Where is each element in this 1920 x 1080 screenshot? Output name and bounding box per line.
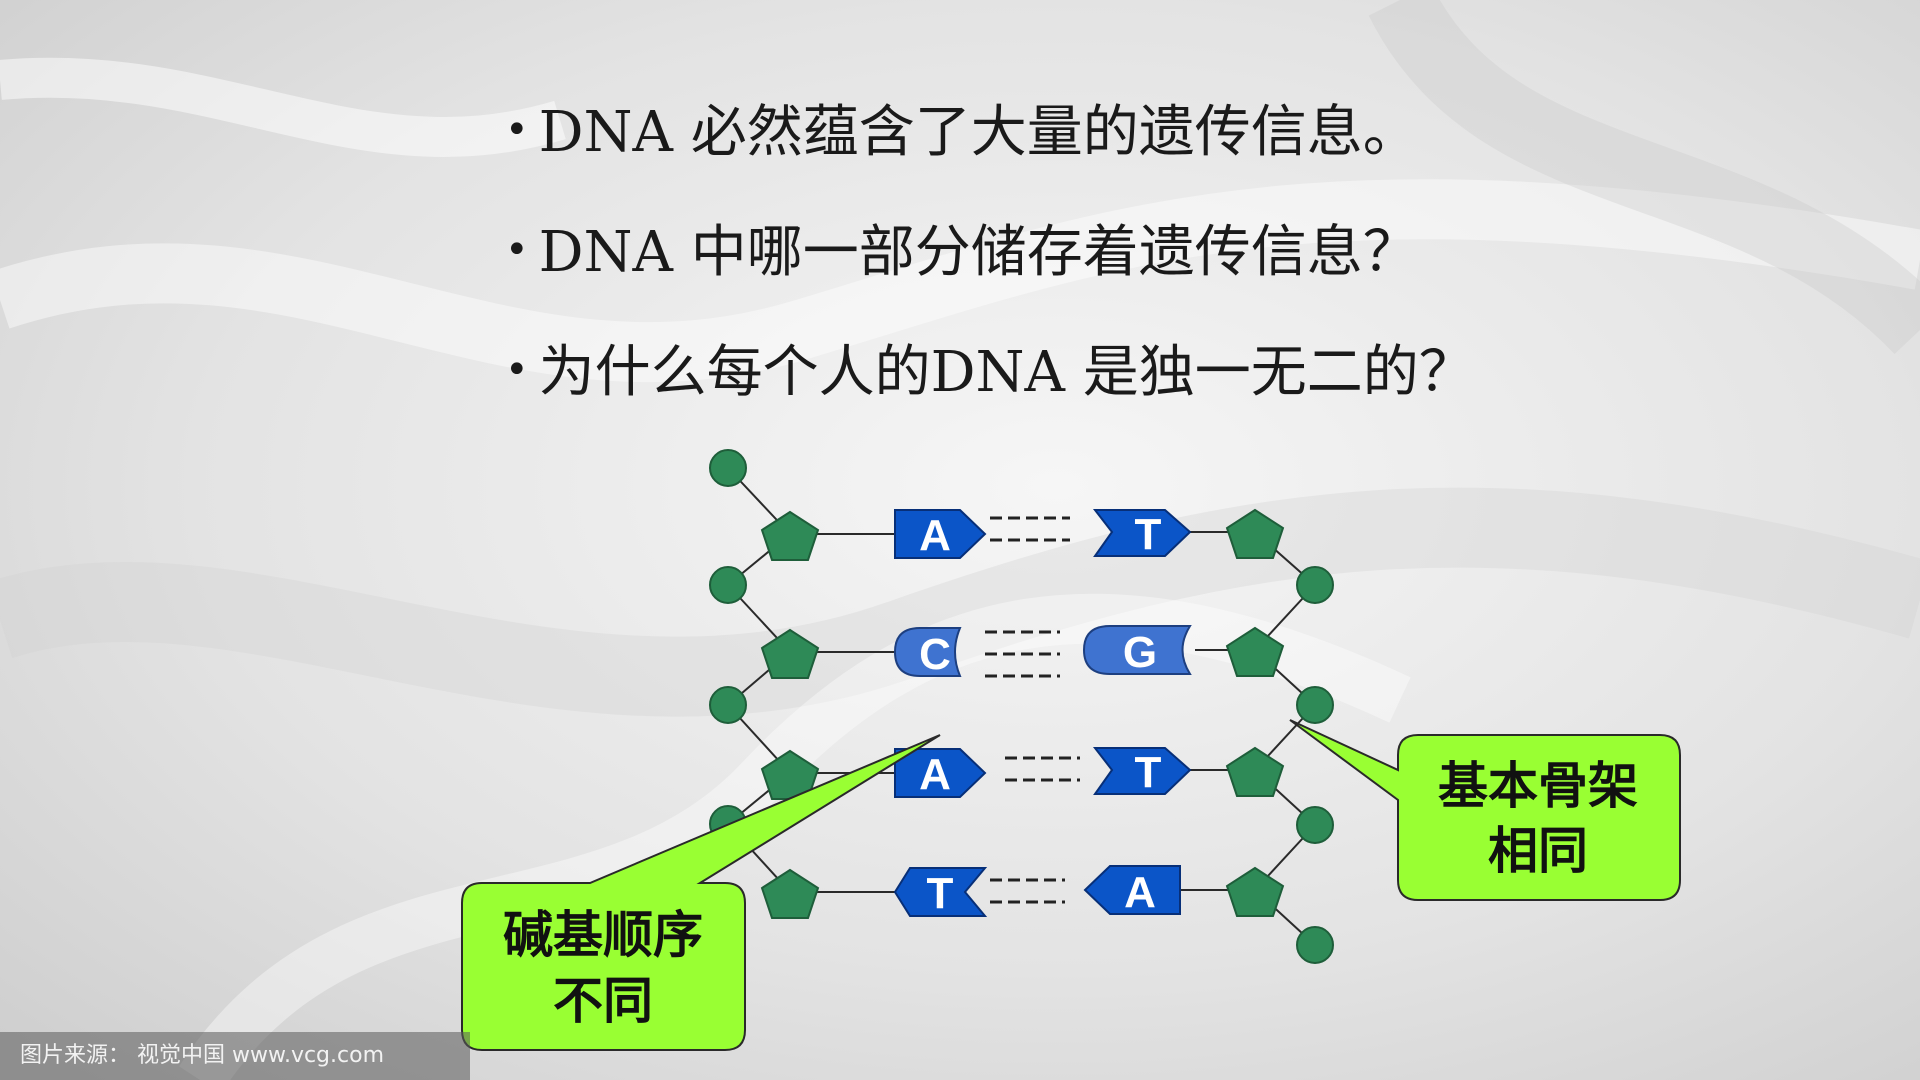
base-a-shape	[1083, 865, 1181, 915]
base-a-shape	[894, 509, 987, 559]
sugar-pentagon	[1225, 866, 1285, 917]
phosphate-circle	[1296, 926, 1334, 964]
phosphate-circle	[1296, 686, 1334, 724]
phosphate-circle	[1296, 806, 1334, 844]
sugar-pentagon	[1225, 508, 1285, 559]
base-t-shape	[893, 867, 988, 917]
bullet-marker: •	[505, 347, 529, 393]
sugar-pentagon	[760, 510, 820, 561]
base-letter: C	[919, 630, 951, 679]
sugar-pentagon	[1225, 626, 1285, 677]
base-pair-3: A T	[894, 747, 1192, 799]
source-watermark: 图片来源： 视觉中国 www.vcg.com	[0, 1032, 470, 1080]
callout-backbone-line2: 相同	[1488, 822, 1588, 880]
base-letter: A	[919, 750, 951, 799]
bullet-item: •DNA 中哪一部分储存着遗传信息？	[505, 220, 1805, 283]
bullet-item: •为什么每个人的DNA 是独一无二的？	[505, 340, 1805, 403]
base-letter: T	[927, 869, 954, 918]
base-letter: T	[1135, 510, 1162, 559]
bullet-item: •DNA 必然蕴含了大量的遗传信息。	[505, 100, 1805, 163]
phosphate-group-left	[709, 449, 747, 843]
bullet-text: 为什么每个人的DNA 是独一无二的？	[538, 340, 1475, 405]
phosphate-circle	[709, 449, 747, 487]
base-t-shape	[1092, 747, 1192, 795]
base-pair-4: T A	[893, 865, 1181, 918]
base-pair-2: C G	[893, 625, 1192, 679]
base-pair-1: A T	[894, 509, 1192, 560]
bullet-marker: •	[505, 107, 529, 153]
sugar-pentagon	[760, 868, 820, 919]
phosphate-circle	[709, 686, 747, 724]
bullet-marker: •	[505, 227, 529, 273]
base-c-shape	[893, 627, 962, 677]
base-g-shape	[1082, 625, 1192, 675]
sugar-pentagon	[760, 628, 820, 679]
hydrogen-bonds	[985, 516, 1080, 904]
base-a-shape	[894, 748, 987, 798]
base-letter: A	[1124, 868, 1156, 917]
sugar-group-left	[760, 510, 820, 919]
base-letter: A	[919, 511, 951, 560]
base-letter: T	[1135, 748, 1162, 797]
callout-sequence-line1: 碱基顺序	[503, 906, 703, 964]
callout-sequence-line2: 不同	[553, 972, 653, 1030]
bullet-text: DNA 必然蕴含了大量的遗传信息。	[538, 100, 1419, 165]
phosphate-group-right	[1296, 566, 1334, 964]
base-t-shape	[1092, 509, 1192, 557]
phosphate-circle	[709, 566, 747, 604]
callout-backbone-line1: 基本骨架	[1438, 757, 1638, 815]
phosphate-circle	[1296, 566, 1334, 604]
base-letter: G	[1123, 628, 1157, 677]
sugar-pentagon	[1225, 746, 1285, 797]
sugar-group-right	[1225, 508, 1285, 917]
bullet-list: •DNA 必然蕴含了大量的遗传信息。 •DNA 中哪一部分储存着遗传信息？ •为…	[505, 100, 1805, 460]
bullet-text: DNA 中哪一部分储存着遗传信息？	[538, 220, 1419, 285]
callout-sequence: 碱基顺序 不同	[461, 734, 941, 1051]
callout-backbone: 基本骨架 相同	[1289, 719, 1681, 901]
